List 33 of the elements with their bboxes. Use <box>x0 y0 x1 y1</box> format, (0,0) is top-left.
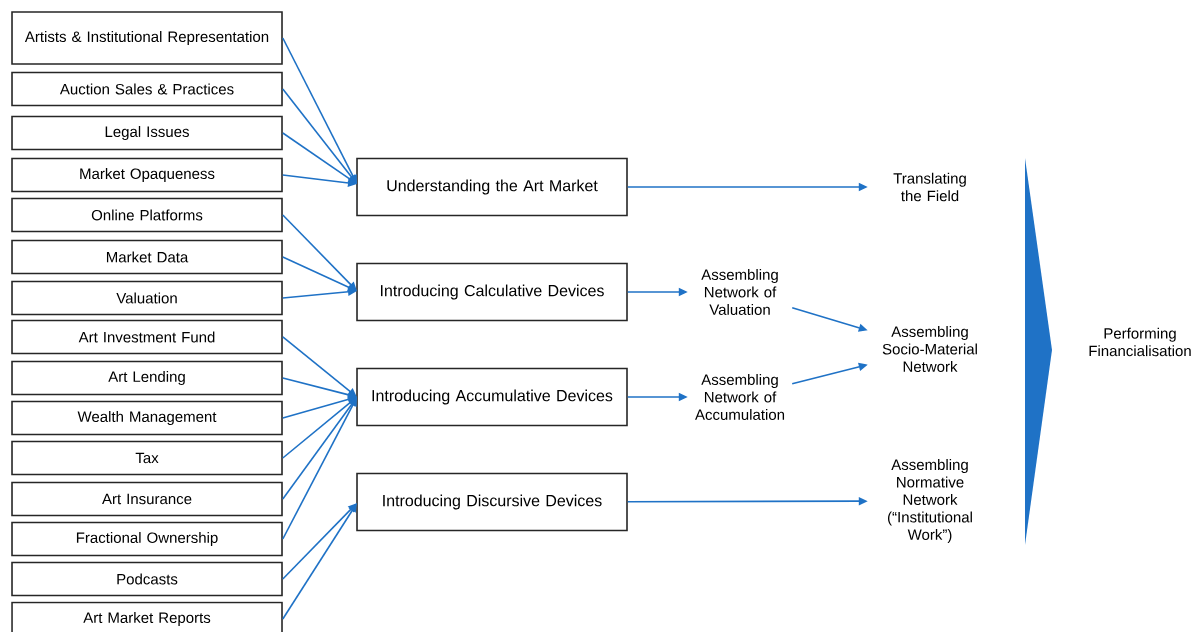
category-box: Valuation <box>11 280 283 316</box>
process-box: Introducing Calculative Devices <box>356 262 628 322</box>
arrow <box>282 397 357 540</box>
category-box: Tax <box>11 440 283 476</box>
outcome-text: Assembling Network of Valuation <box>701 269 778 315</box>
category-box: Podcasts <box>11 561 283 597</box>
category-box: Market Opaqueness <box>11 157 283 193</box>
arrow <box>282 214 357 291</box>
outcome-text: Assembling Normative Network (“Institutional Work”) <box>888 459 972 543</box>
arrow <box>282 336 357 397</box>
category-box: Art Insurance <box>11 481 283 517</box>
outcome-text: Translating the Field <box>893 172 966 202</box>
outcome-text: Assembling Socio-Material Network <box>882 326 977 372</box>
category-box: Online Platforms <box>11 197 283 233</box>
category-box: Artists & Institutional Representation <box>11 11 283 65</box>
arrow <box>282 132 357 184</box>
arrow <box>282 503 357 620</box>
category-box: Fractional Ownership <box>11 521 283 557</box>
category-box: Market Data <box>11 239 283 275</box>
category-box: Art Market Reports <box>11 601 283 632</box>
category-box: Auction Sales & Practices <box>11 71 283 107</box>
process-box: Introducing Discursive Devices <box>356 472 628 532</box>
category-box: Art Lending <box>11 360 283 396</box>
category-box: Legal Issues <box>11 115 283 151</box>
process-box: Understanding the Art Market <box>356 157 628 217</box>
arrow <box>282 256 357 292</box>
outcome-text: Assembling Network of Accumulation <box>695 374 785 420</box>
arrow <box>282 37 357 184</box>
category-box: Art Investment Fund <box>11 319 283 355</box>
arrow <box>282 88 357 184</box>
process-box: Introducing Accumulative Devices <box>356 367 628 427</box>
category-box: Wealth Management <box>11 400 283 436</box>
outcome-text: Performing Financialisation <box>1089 327 1191 357</box>
